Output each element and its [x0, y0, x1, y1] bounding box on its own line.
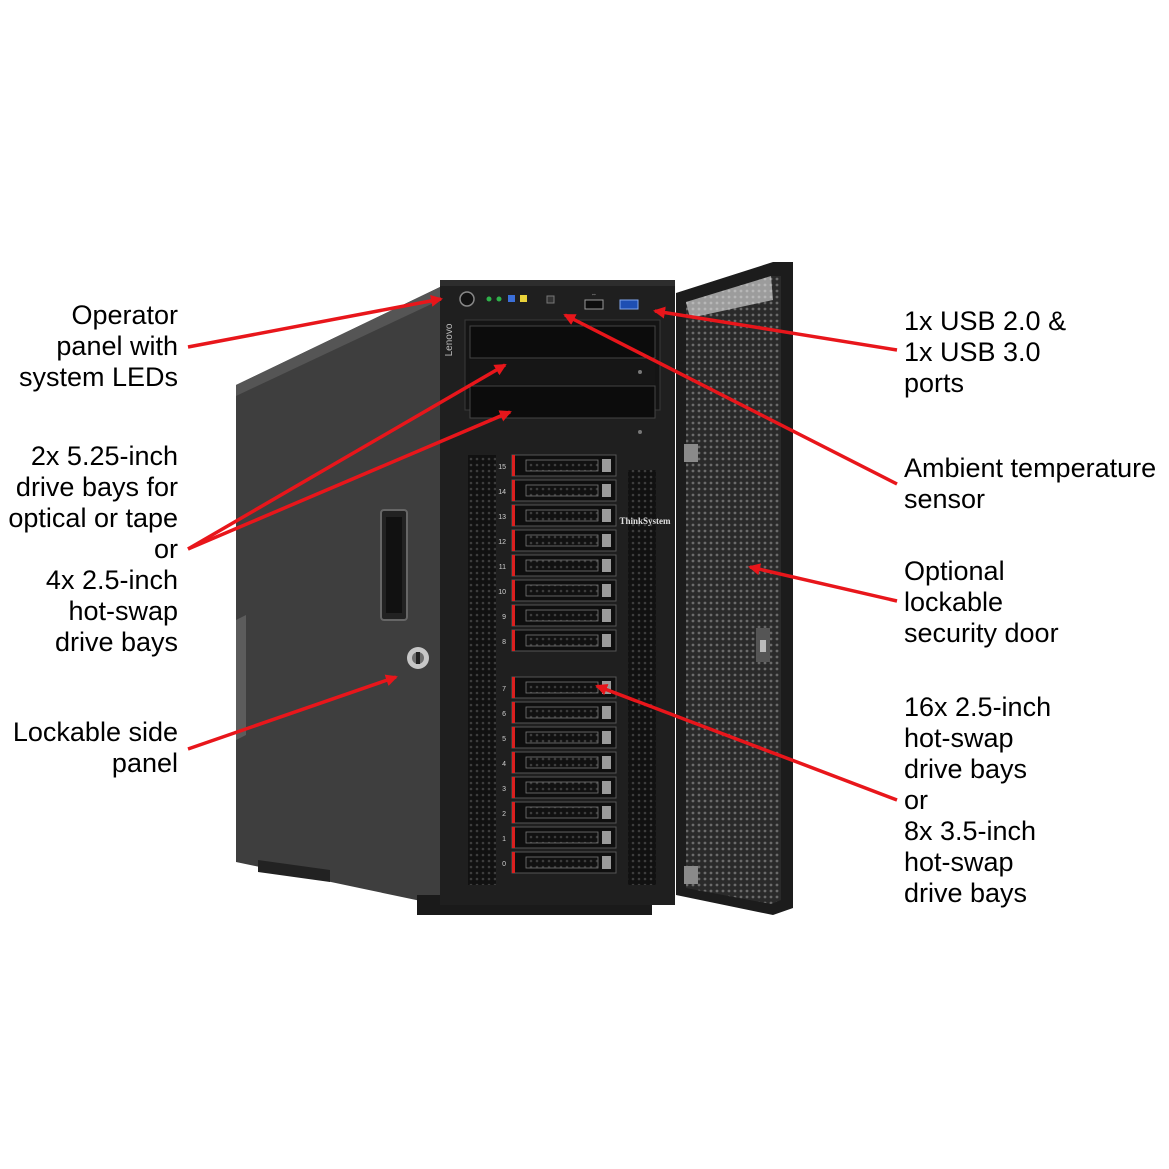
label-line: sensor: [904, 484, 986, 514]
front-vent-left: [468, 455, 496, 885]
label-line: Operator: [71, 300, 178, 330]
label-line: drive bays: [904, 878, 1028, 908]
arrow-optical-bay-2: [187, 410, 512, 551]
power-button-icon: [459, 291, 475, 307]
brand-text: Lenovo: [444, 323, 455, 356]
temperature-sensor-icon: [546, 295, 555, 304]
led-yellow-icon: [520, 295, 527, 302]
svg-text:⇔: ⇔: [591, 292, 597, 298]
led-blue-icon: [508, 295, 515, 302]
door-hinge-bottom: [684, 866, 698, 884]
usb-ports: ⇔: [584, 292, 639, 310]
door-lock-icon: [756, 628, 770, 662]
front-vent-right: [628, 470, 656, 885]
label-line: lockable: [904, 587, 1004, 617]
label-line: system LEDs: [18, 362, 178, 392]
door-hinge-top: [684, 444, 698, 462]
drive-bay-number: 1: [502, 836, 506, 843]
drive-bay: 9: [502, 604, 617, 627]
drive-bay-number: 13: [498, 514, 506, 521]
label-line: or: [153, 534, 178, 564]
drive-bay-number: 10: [498, 589, 506, 596]
led-green-icon: [486, 296, 492, 302]
label-line: 2x 5.25-inch: [30, 441, 178, 471]
security-door: [676, 262, 793, 915]
arrow-optical-bay-1: [187, 363, 507, 551]
drive-bay: 1: [502, 826, 617, 849]
arrow-temp-sensor: [563, 313, 898, 486]
label-drive-bays: 16x 2.5-inch hot-swap drive bays or 8x 3…: [904, 692, 1051, 909]
label-line: optical or tape: [8, 503, 178, 533]
label-temp-sensor: Ambient temperature sensor: [904, 453, 1156, 515]
label-line: ports: [904, 368, 965, 398]
optical-bay-1: [469, 325, 656, 359]
arrow-operator-panel: [187, 294, 443, 349]
label-line: 1x USB 2.0 &: [904, 306, 1067, 336]
drive-bay: 4: [502, 751, 617, 774]
label-line: hot-swap: [904, 847, 1014, 877]
side-panel-lock-icon: [407, 647, 429, 669]
label-line: panel with: [56, 331, 178, 361]
drive-bay: 8: [502, 629, 617, 652]
label-line: Optional: [904, 556, 1005, 586]
drive-bay-number: 5: [502, 736, 506, 743]
drive-bay: 6: [502, 701, 617, 724]
usb3-port-icon: [619, 299, 639, 310]
label-line: 8x 3.5-inch: [904, 816, 1037, 846]
drive-bay: 3: [502, 776, 617, 799]
led-green-icon: [496, 296, 502, 302]
label-line: hot-swap: [68, 596, 178, 626]
product-text: ThinkSystem: [619, 516, 671, 526]
label-line: panel: [111, 748, 178, 778]
drive-bay-number: 4: [502, 761, 506, 768]
optical-bay-2: [469, 385, 656, 419]
arrow-side-panel: [187, 674, 398, 751]
drive-bay-number: 2: [502, 811, 506, 818]
label-line: drive bays: [54, 627, 178, 657]
drive-bay-number: 3: [502, 786, 506, 793]
drive-bay: 12: [498, 529, 617, 552]
drive-bay: 2: [502, 801, 617, 824]
drive-bay-number: 8: [502, 639, 506, 646]
label-side-panel: Lockable side panel: [13, 717, 178, 779]
label-line: or: [904, 785, 929, 815]
callout-arrows: [187, 294, 898, 802]
label-line: Lockable side: [12, 717, 178, 747]
label-line: 1x USB 3.0: [904, 337, 1041, 367]
drive-bay-number: 7: [502, 686, 506, 693]
label-operator-panel: Operator panel with system LEDs: [19, 300, 178, 393]
drive-bay-number: 9: [502, 614, 506, 621]
label-line: security door: [904, 618, 1059, 648]
label-line: drive bays for: [15, 472, 178, 502]
label-line: Ambient temperature: [904, 453, 1157, 483]
drive-bay: 11: [499, 554, 617, 577]
drive-bay: 15: [498, 454, 617, 477]
drive-bay: 10: [498, 579, 617, 602]
operator-panel: [459, 291, 555, 307]
arrow-drive-bays: [595, 683, 898, 802]
drive-bay: 5: [502, 726, 617, 749]
label-line: hot-swap: [904, 723, 1014, 753]
drive-bay-number: 0: [502, 861, 506, 868]
drive-bay: 0: [502, 851, 617, 874]
arrow-security-door: [748, 563, 898, 603]
drive-bay-number: 6: [502, 711, 506, 718]
usb2-port-icon: [584, 299, 604, 310]
label-usb-ports: 1x USB 2.0 & 1x USB 3.0 ports: [904, 306, 1066, 399]
drive-bay-number: 15: [498, 464, 506, 471]
label-line: 4x 2.5-inch: [45, 565, 178, 595]
drive-bay: 13: [498, 504, 617, 527]
drive-bay-number: 11: [499, 564, 506, 571]
label-line: drive bays: [904, 754, 1028, 784]
arrow-usb-ports: [653, 306, 898, 352]
label-optical-bays: 2x 5.25-inch drive bays for optical or t…: [8, 441, 178, 658]
label-line: 16x 2.5-inch: [904, 692, 1052, 722]
drive-bay: 14: [498, 479, 617, 502]
label-security-door: Optional lockable security door: [904, 556, 1059, 649]
tower-side-panel: [236, 287, 440, 905]
drive-bay-number: 14: [498, 489, 506, 496]
drive-bay-number: 12: [498, 539, 506, 546]
